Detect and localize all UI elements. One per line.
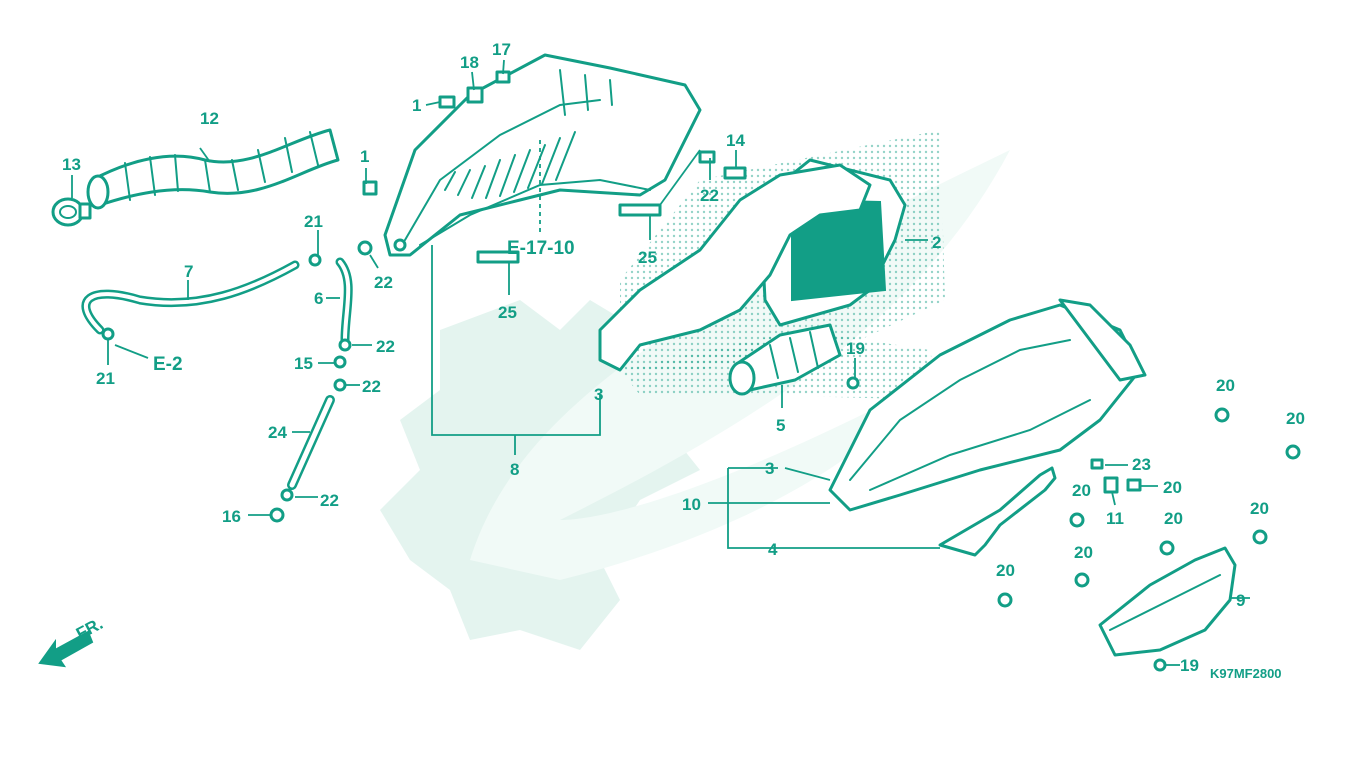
- reference-e17-10[interactable]: E-17-10: [507, 238, 575, 259]
- drain-tube-24-inner: [289, 397, 333, 488]
- air-cleaner-cover: [1098, 546, 1237, 657]
- callout-25-upper: 25: [638, 248, 657, 267]
- callout-20-a: 20: [1216, 376, 1235, 395]
- callout-15: 15: [294, 354, 313, 373]
- callout-5: 5: [776, 416, 785, 435]
- callout-16: 16: [222, 507, 241, 526]
- air-cleaner-upper-case: [383, 53, 702, 257]
- callout-20-h: 20: [996, 561, 1015, 580]
- callout-1-upper: 1: [412, 96, 421, 115]
- callout-22-a: 22: [374, 273, 393, 292]
- callout-22-e: 22: [700, 186, 719, 205]
- hose-clamp: [51, 197, 92, 227]
- callout-8: 8: [510, 460, 519, 479]
- drain-hose-7-inner: [84, 263, 297, 332]
- callout-19-lower: 19: [1180, 656, 1199, 675]
- case-seal-lower: [938, 466, 1057, 557]
- callout-20-e: 20: [1164, 509, 1183, 528]
- diagram-code: K97MF2800: [1210, 666, 1282, 681]
- leader-lines: [71, 59, 1250, 666]
- breather-hose-6-inner: [338, 260, 351, 342]
- fasteners: [101, 70, 1301, 672]
- callout-14: 14: [726, 131, 745, 150]
- callout-3-lower: 3: [765, 459, 774, 478]
- callout-21-upper: 21: [304, 212, 323, 231]
- air-cleaner-lower-case: [828, 298, 1147, 512]
- callout-7: 7: [184, 262, 193, 281]
- callout-22-b: 22: [376, 337, 395, 356]
- connecting-tube: [728, 323, 842, 396]
- callout-2: 2: [932, 233, 941, 252]
- callout-19-upper: 19: [846, 339, 865, 358]
- case-seal-upper: [598, 163, 872, 372]
- callout-6: 6: [314, 289, 323, 308]
- callout-10: 10: [682, 495, 701, 514]
- callout-20-b: 20: [1286, 409, 1305, 428]
- callout-9: 9: [1236, 591, 1245, 610]
- callout-24: 24: [268, 423, 287, 442]
- callout-11: 11: [1106, 509, 1124, 528]
- callout-22-c: 22: [362, 377, 381, 396]
- callout-22-d: 22: [320, 491, 339, 510]
- callout-21-lower: 21: [96, 369, 115, 388]
- callout-4: 4: [768, 540, 778, 559]
- callout-12: 12: [200, 109, 219, 128]
- front-direction-arrow: FR.: [38, 614, 106, 668]
- callout-numbers: 1 1 2 3 3 4 5 6 7 8 9 10 11 12 13 14 15 …: [62, 40, 1305, 675]
- callout-23: 23: [1132, 455, 1151, 474]
- callout-25-lower: 25: [498, 303, 517, 322]
- callout-13: 13: [62, 155, 81, 174]
- intake-duct: [86, 128, 340, 210]
- callout-1-lower: 1: [360, 147, 369, 166]
- callout-18: 18: [460, 53, 479, 72]
- callout-17: 17: [492, 40, 511, 59]
- callout-20-g: 20: [1074, 543, 1093, 562]
- reference-e2[interactable]: E-2: [153, 354, 183, 375]
- callout-20-d: 20: [1163, 478, 1182, 497]
- callout-20-f: 20: [1250, 499, 1269, 518]
- callout-3-upper: 3: [594, 385, 603, 404]
- callout-20-c: 20: [1072, 481, 1091, 500]
